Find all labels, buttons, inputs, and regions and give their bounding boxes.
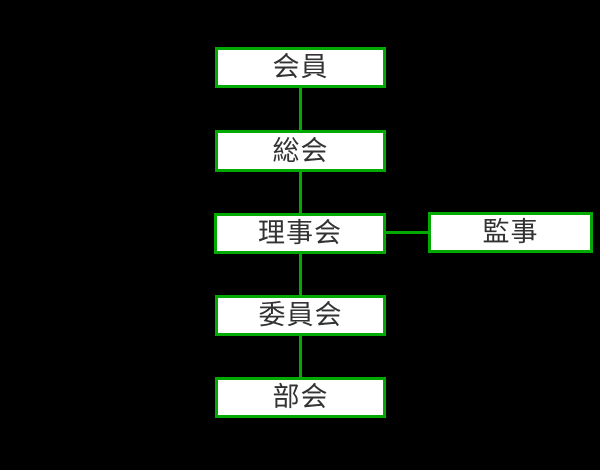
node-iinkai-label: 委員会 — [258, 300, 343, 331]
connector-iinkai-bukai — [299, 336, 302, 377]
connector-rijikai-kanji — [386, 231, 428, 234]
connector-kaiin-soukai — [299, 88, 302, 130]
node-bukai-label: 部会 — [272, 382, 329, 413]
node-kaiin[interactable]: 会員 — [215, 47, 386, 88]
node-rijikai-label: 理事会 — [258, 218, 342, 249]
node-bukai[interactable]: 部会 — [215, 377, 386, 418]
node-iinkai[interactable]: 委員会 — [215, 295, 386, 336]
node-rijikai[interactable]: 理事会 — [214, 213, 386, 254]
node-kanji[interactable]: 監事 — [428, 212, 593, 253]
connector-rijikai-iinkai — [299, 254, 302, 295]
node-soukai-label: 総会 — [272, 135, 329, 167]
connector-soukai-rijikai — [299, 172, 302, 213]
node-kanji-label: 監事 — [482, 217, 539, 248]
node-soukai[interactable]: 総会 — [215, 130, 386, 172]
node-kaiin-label: 会員 — [272, 52, 329, 83]
